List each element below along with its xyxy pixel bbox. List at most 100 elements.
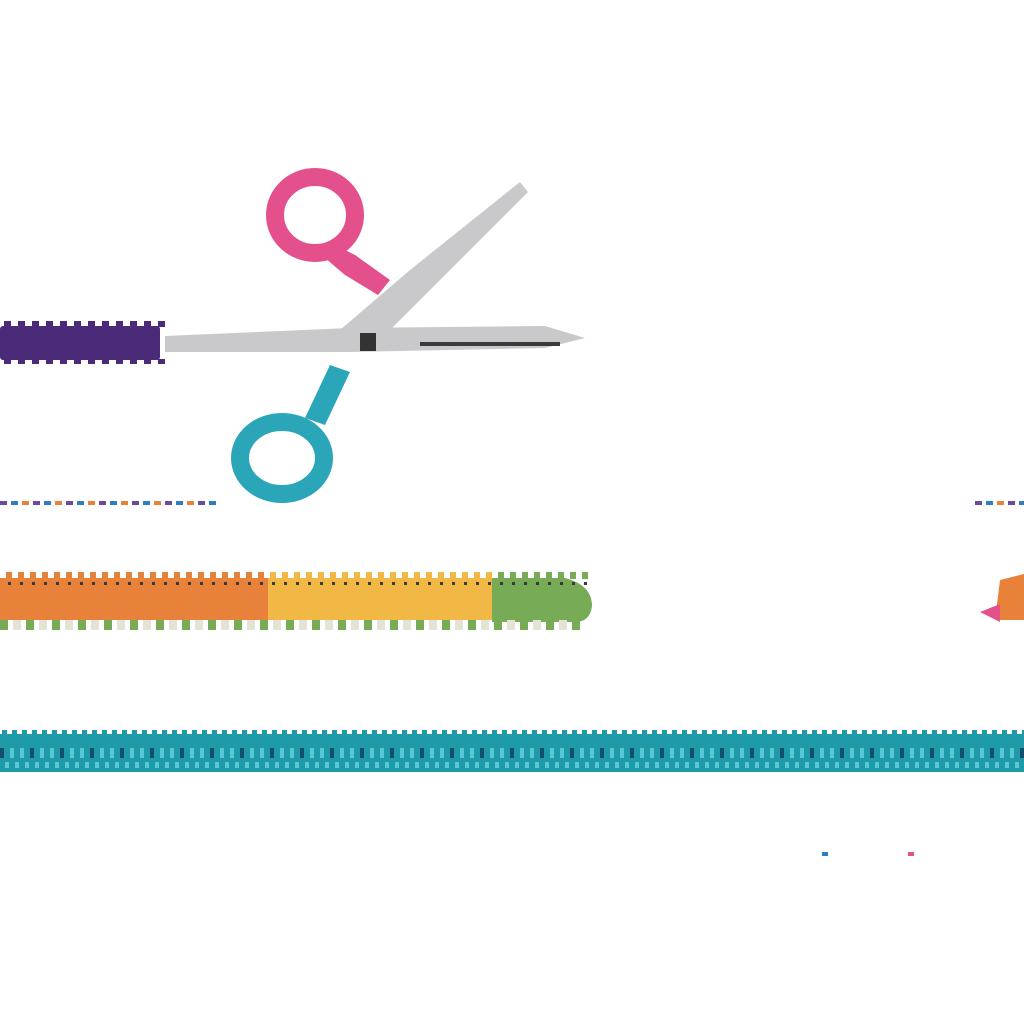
ribbon-trim [208,620,216,630]
ribbon-texture [790,748,794,758]
ribbon-texture [880,748,884,758]
guide-dot [99,501,106,505]
ribbon-notch [782,730,787,736]
ribbon-texture [260,748,264,758]
ribbon-purple-notches [4,321,165,364]
ribbon-texture [550,748,554,758]
ribbon-notch [492,730,497,736]
ribbon-stitch [572,582,575,585]
guide-dot [44,501,51,505]
ribbon-stitch [92,582,95,585]
ribbon-notch [342,572,348,579]
ribbon-notch [474,572,480,579]
guide-dot [198,501,205,505]
ribbon-notch [152,730,157,736]
ribbon-stitch [32,582,35,585]
ribbon-notch [852,730,857,736]
ribbon-notch [82,730,87,736]
ribbon-notch [992,730,997,736]
ribbon-stitch [512,582,515,585]
ribbon-notch [912,730,917,736]
ribbon-texture [1020,748,1024,758]
ribbon-stitch [284,582,287,585]
ribbon-notch [2,730,7,736]
ribbon-notch [116,321,123,327]
ribbon-stitch [296,582,299,585]
ribbon-texture [245,762,249,768]
ribbon-trim [91,620,99,630]
ribbon-notch [32,321,39,327]
ribbon-texture [795,762,799,768]
ribbon-stitch [524,582,527,585]
ribbon-stitch [200,582,203,585]
ribbon-notch [542,730,547,736]
ribbon-trim [429,620,437,630]
ribbon-notch [32,359,39,364]
ribbon-stitch [320,582,323,585]
ribbon-stitch [536,582,539,585]
ribbon-notch [62,730,67,736]
ribbon-texture [700,748,704,758]
ribbon-notch [18,572,24,579]
ribbon-notch [192,730,197,736]
ribbon-notch [12,730,17,736]
ribbon-notch [114,572,120,579]
guide-dot [88,501,95,505]
ribbon-notch [942,730,947,736]
ribbon-texture [495,762,499,768]
ribbon-texture [580,748,584,758]
ribbon-trim [104,620,112,630]
ribbon-notch [462,572,468,579]
ribbon-notch [482,730,487,736]
ribbon-texture [835,762,839,768]
ribbon-texture [810,748,814,758]
ribbon-texture [545,762,549,768]
ribbon-trim [364,620,372,630]
ribbon-texture [570,748,574,758]
ribbon-trim [273,620,281,630]
ribbon-notch [450,572,456,579]
ribbon-trim [156,620,164,630]
ribbon-notch [272,730,277,736]
ribbon-notch [682,730,687,736]
ribbon-notch [222,730,227,736]
ribbon-texture [630,748,634,758]
ribbon-texture [845,762,849,768]
ribbon-stitch [464,582,467,585]
ribbon-texture [20,748,24,758]
ribbon-notch [88,321,95,327]
ribbon-texture [50,748,54,758]
ribbon-texture [970,748,974,758]
ribbon-texture [350,748,354,758]
ribbon-notch [592,730,597,736]
ribbon-texture [560,748,564,758]
ribbon-texture [165,762,169,768]
ribbon-texture [775,762,779,768]
ribbon-texture [510,748,514,758]
ribbon-notch [42,572,48,579]
ribbon-notch [102,572,108,579]
ribbon-trim [260,620,268,630]
ribbon-notch [138,572,144,579]
scissors-handle-pink [266,168,390,295]
ribbon-texture [675,762,679,768]
ribbon-texture [975,762,979,768]
ribbon-stitch [476,582,479,585]
ribbon-texture [990,748,994,758]
ribbon-notch [882,730,887,736]
ribbon-notch [712,730,717,736]
ribbon-notch [522,572,528,579]
ribbon-notch [262,730,267,736]
ribbon-trim [234,620,242,630]
ribbon-texture [300,748,304,758]
ribbon-texture [565,762,569,768]
guide-dot [66,501,73,505]
ribbon-stitch [560,582,563,585]
ribbon-notch [6,572,12,579]
ribbon-texture [660,748,664,758]
ribbon-notch [558,572,564,579]
guide-dot [77,501,84,505]
ribbon-texture [750,748,754,758]
ribbon-purple [0,321,165,364]
